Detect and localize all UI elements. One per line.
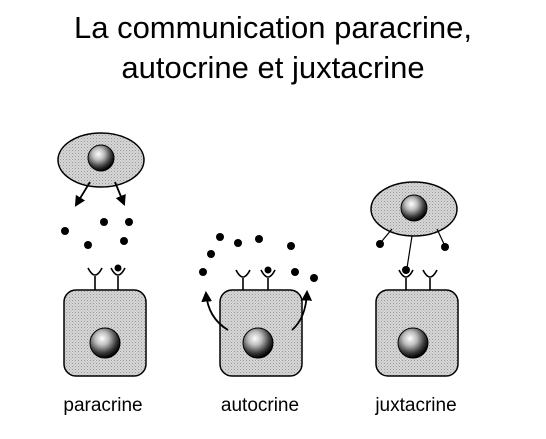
paracrine-signal-molecules (61, 218, 133, 249)
autocrine-panel: autocrine (199, 233, 318, 416)
page-title: La communication paracrine, autocrine et… (0, 8, 546, 88)
paracrine-signaling-cell (57, 132, 145, 188)
autocrine-label: autocrine (221, 395, 299, 416)
paracrine-panel: paracrine (57, 132, 147, 416)
juxtacrine-tethers (381, 228, 445, 269)
paracrine-label: paracrine (63, 395, 142, 416)
juxtacrine-receptors (398, 269, 438, 290)
autocrine-receptors (235, 266, 276, 290)
juxtacrine-label: juxtacrine (374, 395, 456, 416)
title-line-2: autocrine et juxtacrine (121, 50, 425, 85)
paracrine-receptors (87, 264, 126, 290)
juxtacrine-signal-molecules (376, 240, 449, 274)
juxtacrine-target-cell (375, 289, 459, 377)
paracrine-target-cell (63, 289, 147, 377)
juxtacrine-panel: juxtacrine (370, 181, 459, 416)
paracrine-arrows (74, 181, 126, 207)
autocrine-target-cell (219, 289, 303, 377)
autocrine-arrows (201, 289, 313, 331)
juxtacrine-signaling-cell (370, 181, 458, 237)
autocrine-signal-molecules (199, 233, 318, 282)
title-line-1: La communication paracrine, (73, 10, 473, 45)
